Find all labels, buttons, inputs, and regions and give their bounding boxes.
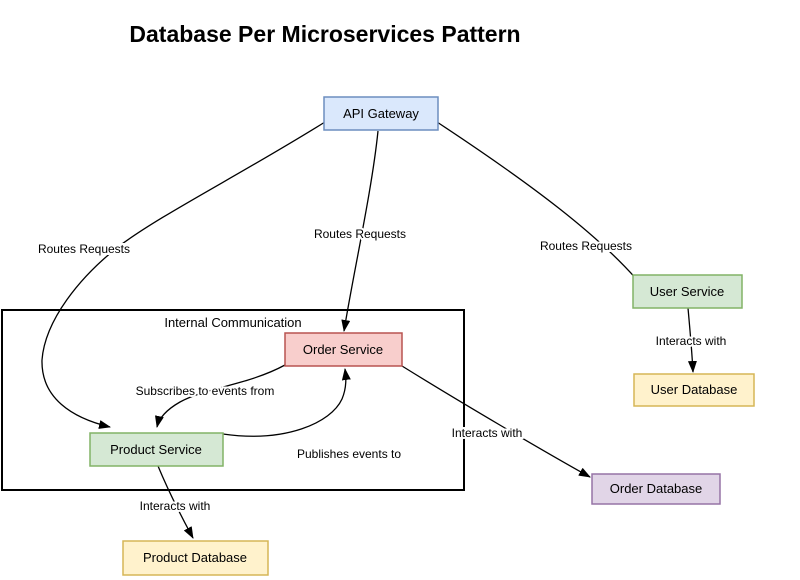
- edge-user-service-to-user-database: [687, 307, 697, 373]
- container-border: [1, 309, 465, 491]
- edge-label-interacts-with-order: Interacts with: [452, 426, 523, 440]
- container-internal-communication: Internal Communication: [1, 309, 465, 491]
- container-label: Internal Communication: [164, 315, 301, 330]
- node-order-database-box: [591, 473, 721, 505]
- node-user-service-label: User Service: [650, 284, 724, 299]
- edge-label-publishes-events-to: Publishes events to: [297, 447, 401, 461]
- node-order-database: Order Database: [591, 473, 721, 505]
- node-product-service-box: [89, 432, 224, 467]
- edge-api-gateway-to-order-service: [341, 130, 379, 332]
- edge-order-service-subscribes-product-service: [154, 364, 286, 428]
- node-product-database-label: Product Database: [143, 550, 247, 565]
- edge-label-routes-requests-right: Routes Requests: [540, 239, 632, 253]
- node-user-database-label: User Database: [651, 382, 738, 397]
- node-product-service: Product Service: [89, 432, 224, 467]
- edge-product-service-publishes-order-service: [222, 368, 351, 437]
- node-user-service: User Service: [632, 274, 743, 309]
- node-user-service-box: [632, 274, 743, 309]
- edge-label-interacts-with-user: Interacts with: [656, 334, 727, 348]
- node-user-database-box: [633, 373, 755, 407]
- node-product-database-box: [122, 540, 269, 576]
- edge-order-service-to-order-database: [401, 365, 591, 478]
- edge-label-routes-requests-left: Routes Requests: [38, 242, 130, 256]
- edge-label-subscribes-to-events-from: Subscribes to events from: [136, 384, 275, 398]
- diagram-title: Database Per Microservices Pattern: [129, 21, 520, 47]
- node-api-gateway-box: [323, 96, 439, 131]
- node-order-service-box: [284, 332, 403, 367]
- node-product-database: Product Database: [122, 540, 269, 576]
- node-order-service-label: Order Service: [303, 342, 383, 357]
- node-order-database-label: Order Database: [610, 481, 703, 496]
- node-order-service: Order Service: [284, 332, 403, 367]
- edge-label-routes-requests-middle: Routes Requests: [314, 227, 406, 241]
- node-product-service-label: Product Service: [110, 442, 202, 457]
- node-api-gateway-label: API Gateway: [343, 106, 419, 121]
- node-api-gateway: API Gateway: [323, 96, 439, 131]
- edge-labels-group: Routes Requests Routes Requests Routes R…: [36, 225, 728, 515]
- edges-group: [41, 121, 697, 539]
- node-user-database: User Database: [633, 373, 755, 407]
- edge-api-gateway-to-product-service: [41, 121, 326, 429]
- edge-product-service-to-product-database: [157, 465, 194, 539]
- edge-label-interacts-with-product: Interacts with: [140, 499, 211, 513]
